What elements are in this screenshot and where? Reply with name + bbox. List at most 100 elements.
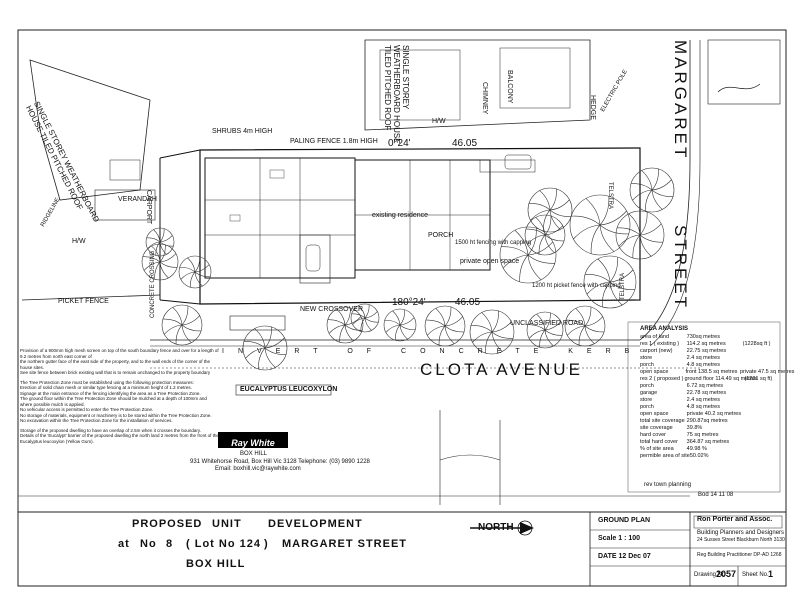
tree-branch [597, 258, 611, 283]
tree-branch [584, 325, 605, 333]
tree-branch [639, 223, 662, 236]
area-cell: open space [640, 411, 669, 417]
area-cell: 290.87sq metres [686, 418, 728, 424]
title-lot: ( Lot No 124 [186, 538, 261, 550]
tree-branch [535, 217, 546, 236]
tree-branch [444, 316, 463, 327]
area-cell: 75 sq metres [686, 432, 719, 438]
tree-branch [632, 189, 653, 201]
area-cell: area of land [640, 334, 670, 340]
tree-branch [491, 331, 514, 339]
tree-canopy [524, 214, 566, 256]
tree-branch [599, 224, 629, 235]
tree-branch [344, 307, 351, 326]
area-cell: 2.4 sq metres [686, 397, 720, 403]
tree-branch [618, 234, 641, 247]
tree-branch [392, 310, 401, 326]
tree-branch [364, 304, 370, 319]
area-cell: garage [640, 390, 658, 396]
tree-branch [527, 254, 555, 264]
concrete-crossing-label: CONCRETE CROSSING [150, 250, 156, 318]
tree-branch [609, 269, 634, 283]
tree-branch [351, 313, 366, 319]
area-cell: porch [640, 362, 654, 368]
tree-branch [399, 317, 415, 326]
tree-branch [539, 329, 546, 348]
tree-branch [491, 310, 499, 333]
sheet-number: 1 [768, 569, 774, 579]
tree-branch [571, 215, 601, 226]
tree-branch [585, 273, 611, 283]
area-cell: front 138.5 sq metres [685, 369, 738, 375]
tree-branch [544, 329, 554, 347]
invert-kerb-label: INVERT OF CONCRETE KERB [222, 348, 644, 355]
tree-branch [549, 199, 570, 211]
unclassified-road-label: UNCLASSIFIED ROAD [510, 320, 584, 327]
area-cell [744, 453, 780, 460]
tree-branch [599, 196, 610, 226]
tree-canopy [178, 255, 212, 289]
tree-branch [159, 261, 178, 268]
area-row: garage 22.78 sq metres [640, 390, 780, 397]
tree-branch [339, 324, 346, 343]
tree-branch [639, 234, 652, 257]
tree-branch [491, 321, 512, 333]
tree-branch [399, 324, 408, 340]
tree-canopy [569, 194, 631, 256]
note-line: No storage of materials, equipment or ma… [20, 412, 212, 418]
title-street: MARGARET STREET [282, 538, 407, 550]
tree-branch [243, 341, 266, 349]
tree-branch [470, 325, 493, 333]
note-line: The ground floor within the Tree Protect… [20, 396, 207, 407]
tree-branch [159, 241, 174, 247]
tree-branch [609, 281, 635, 291]
tree-branch [527, 228, 537, 256]
tree-branch [519, 254, 529, 282]
tree-branch [530, 209, 551, 221]
tree-branch [527, 254, 542, 280]
tree-branch [544, 215, 552, 236]
tree-branch [585, 198, 601, 226]
area-cell [743, 411, 780, 418]
area-cell [743, 432, 780, 439]
street-name-margaret-2: STREET [671, 225, 690, 311]
tree-branch [194, 256, 201, 273]
private-open-space-label: private open space [460, 258, 520, 265]
tree-branch [549, 209, 572, 217]
balcony-label: BALCONY [506, 70, 513, 104]
tree-canopy [350, 303, 380, 333]
area-cell: ground floor 114.49 sq metres [684, 376, 758, 382]
area-cell: 22.78 sq metres [686, 390, 727, 396]
tree-branch [645, 189, 653, 212]
tree-branch [194, 271, 211, 278]
area-cell: 364.87 sq metres [686, 439, 730, 445]
hw-label: H/W [432, 118, 446, 125]
fence-note-1: 1500 ht fencing with capping [455, 240, 532, 246]
tree-branch [609, 257, 619, 283]
tree-branch [628, 213, 641, 236]
hedge-label: HEDGE [589, 95, 596, 120]
paling-fence-label: PALING FENCE 1.8m HIGH [290, 138, 378, 145]
eucalyptus-label: EUCALYPTUS LEUCOXYLON [240, 386, 338, 393]
bearing-bottom: 180°24' [392, 297, 426, 308]
area-cell [743, 439, 780, 446]
tree-branch [573, 224, 601, 240]
area-cell [743, 383, 780, 390]
tree-canopy [583, 255, 637, 309]
tree-branch [590, 224, 601, 254]
tree-branch [328, 324, 346, 334]
tree-branch [264, 326, 272, 349]
porch-label: PORCH [428, 232, 454, 239]
agency-email: Email: boxhill.vic@raywhite.com [215, 466, 301, 472]
tree-branch [584, 306, 592, 327]
tree-canopy [145, 227, 175, 257]
note-line: Details of the 'Eucalypt' barrier of the… [20, 433, 219, 444]
tree-branch [601, 281, 611, 307]
area-cell: 22.75 sq metres [686, 348, 727, 354]
